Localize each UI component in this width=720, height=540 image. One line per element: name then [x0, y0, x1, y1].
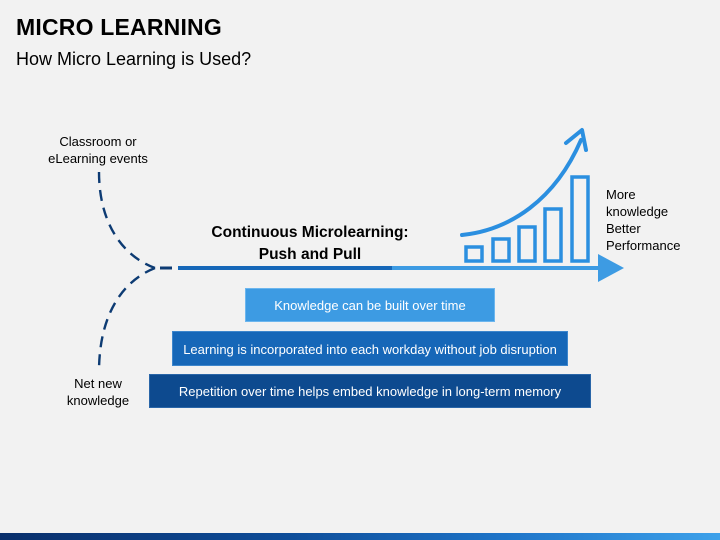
footer-gradient-strip	[0, 533, 720, 540]
growth-curve-arrowhead	[564, 128, 588, 152]
source-label-bottom: Net new knowledge	[38, 375, 158, 409]
result-line-2: knowledge	[606, 204, 669, 219]
source-bottom-line-1: Net new	[74, 376, 122, 391]
growth-bar-1	[464, 245, 484, 263]
growth-bar-3	[517, 225, 537, 263]
info-bar-repetition-memory: Repetition over time helps embed knowled…	[149, 374, 591, 408]
page-title: MICRO LEARNING	[16, 14, 222, 40]
growth-bars	[464, 175, 590, 263]
main-arrow-head	[598, 254, 624, 282]
source-top-line-1: Classroom or	[59, 134, 137, 149]
bottom-dashed-curve	[97, 266, 156, 373]
result-label: More knowledge Better Performance	[606, 186, 716, 254]
page-subtitle: How Micro Learning is Used?	[16, 49, 252, 69]
growth-bar-4	[543, 207, 563, 263]
info-bar-incorporated-workday: Learning is incorporated into each workd…	[172, 331, 568, 366]
growth-bar-2	[491, 237, 511, 263]
top-dashed-curve	[97, 171, 156, 270]
center-label-line-1: Continuous Microlearning:	[211, 224, 409, 241]
center-label: Continuous Microlearning: Push and Pull	[200, 222, 420, 266]
result-line-1: More	[606, 187, 636, 202]
growth-curve	[460, 138, 583, 237]
source-bottom-line-2: knowledge	[66, 393, 130, 408]
info-bar-built-over-time: Knowledge can be built over time	[245, 288, 495, 322]
center-label-line-2: Push and Pull	[258, 246, 362, 263]
source-top-line-2: eLearning events	[48, 151, 148, 166]
source-label-top: Classroom or eLearning events	[38, 133, 158, 167]
result-line-4: Performance	[606, 238, 681, 253]
result-line-3: Better	[606, 221, 641, 236]
growth-bar-5	[570, 175, 590, 263]
